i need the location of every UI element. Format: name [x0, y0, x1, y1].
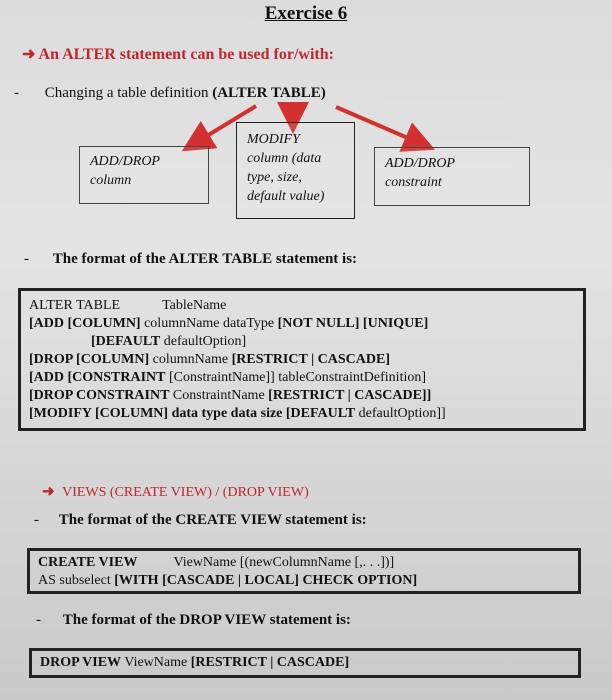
code-text: columnName	[149, 352, 232, 367]
code-text: [ConstraintName]] tableConstraintDefinit…	[165, 370, 427, 385]
code-text: columnName dataType	[140, 316, 278, 331]
dash-bullet: -	[36, 612, 41, 628]
box-line: ADD/DROP	[385, 156, 455, 171]
code-text: ConstraintName	[169, 388, 269, 403]
box-line: MODIFY	[247, 132, 300, 147]
code-keyword: [ADD [CONSTRAINT	[29, 370, 166, 385]
dash-bullet: -	[24, 251, 29, 267]
format-alter-line: - The format of the ALTER TABLE statemen…	[24, 251, 357, 268]
views-heading-text: VIEWS (CREATE VIEW) / (DROP VIEW)	[62, 485, 309, 500]
box-add-drop-column: ADD/DROP column	[79, 146, 209, 204]
dash-bullet: -	[34, 512, 39, 528]
box-line: default value)	[247, 189, 325, 204]
code-line: CREATE VIEW ViewName [(newColumnName [,. …	[38, 554, 578, 572]
dash-bullet: -	[14, 85, 19, 101]
alter-code-box: ALTER TABLE TableName [ADD [COLUMN] colum…	[18, 288, 586, 431]
format-drop-heading: The format of the DROP VIEW statement is…	[62, 612, 351, 628]
code-line: [ADD [CONSTRAINT [ConstraintName]] table…	[29, 369, 583, 387]
code-keyword: [WITH [CASCADE | LOCAL] CHECK OPTION]	[114, 573, 418, 588]
code-text: ViewName [(newColumnName [,. . .])]	[173, 555, 395, 570]
code-line: [ADD [COLUMN] columnName dataType [NOT N…	[29, 315, 583, 333]
code-line: [DROP [COLUMN] columnName [RESTRICT | CA…	[29, 351, 583, 369]
box-line: type, size,	[247, 170, 302, 185]
code-line: [DROP CONSTRAINT ConstraintName [RESTRIC…	[29, 387, 583, 405]
format-create-heading: The format of the CREATE VIEW statement …	[58, 512, 367, 528]
code-keyword: [RESTRICT | CASCADE]]	[268, 388, 432, 403]
code-keyword: [NOT NULL] [UNIQUE]	[277, 316, 429, 331]
changing-line: - Changing a table definition (ALTER TAB…	[14, 85, 326, 102]
code-keyword: [MODIFY [COLUMN] data type data size [DE…	[29, 406, 356, 421]
code-line: ALTER TABLE TableName	[29, 297, 583, 315]
code-text: subselect	[55, 573, 115, 588]
code-line: [DEFAULT defaultOption]	[29, 333, 583, 351]
code-text: TableName	[162, 298, 227, 313]
alter-heading-text: An ALTER statement can be used for/with:	[38, 46, 334, 63]
drop-code-box: DROP VIEW ViewName [RESTRICT | CASCADE]	[29, 648, 581, 678]
format-create-line: - The format of the CREATE VIEW statemen…	[34, 512, 367, 529]
format-drop-line: - The format of the DROP VIEW statement …	[36, 612, 351, 629]
code-text: defaultOption]	[160, 334, 247, 349]
code-keyword: [RESTRICT | CASCADE]	[190, 655, 350, 670]
alter-heading: ➜ An ALTER statement can be used for/wit…	[22, 44, 334, 64]
arrow-right	[335, 105, 436, 152]
code-text: AS	[38, 573, 56, 588]
code-keyword: [RESTRICT | CASCADE]	[231, 352, 390, 367]
arrow-left	[181, 104, 258, 152]
code-keyword: [DEFAULT	[91, 334, 161, 349]
code-line: [MODIFY [COLUMN] data type data size [DE…	[29, 405, 583, 423]
arrow-right-icon: ➜	[22, 46, 36, 63]
create-code-box: CREATE VIEW ViewName [(newColumnName [,. …	[27, 548, 581, 594]
code-keyword: [DROP CONSTRAINT	[29, 388, 170, 403]
code-keyword: CREATE VIEW	[38, 555, 138, 570]
views-heading: ➜ VIEWS (CREATE VIEW) / (DROP VIEW)	[42, 482, 309, 501]
box-line: ADD/DROP	[90, 154, 160, 169]
box-modify: MODIFY column (data type, size, default …	[236, 122, 355, 219]
code-keyword: DROP VIEW	[40, 655, 122, 670]
diagram-arrows	[181, 102, 436, 152]
changing-bold: (ALTER TABLE)	[212, 85, 326, 101]
page-title: Exercise 6	[264, 3, 348, 24]
format-alter-heading: The format of the ALTER TABLE statement …	[52, 251, 358, 267]
arrow-right-icon: ➜	[42, 484, 55, 500]
code-keyword: [DROP [COLUMN]	[29, 352, 150, 367]
code-line: AS subselect [WITH [CASCADE | LOCAL] CHE…	[38, 572, 578, 590]
code-text: ViewName	[121, 655, 191, 670]
changing-text: Changing a table definition	[44, 85, 213, 101]
code-keyword: [ADD [COLUMN]	[29, 316, 141, 331]
code-text: defaultOption]]	[355, 406, 446, 421]
box-line: column (data	[247, 151, 322, 166]
box-line: constraint	[385, 175, 442, 190]
box-add-drop-constraint: ADD/DROP constraint	[374, 147, 530, 206]
box-line: column	[90, 173, 132, 188]
code-keyword: ALTER TABLE	[29, 298, 121, 313]
